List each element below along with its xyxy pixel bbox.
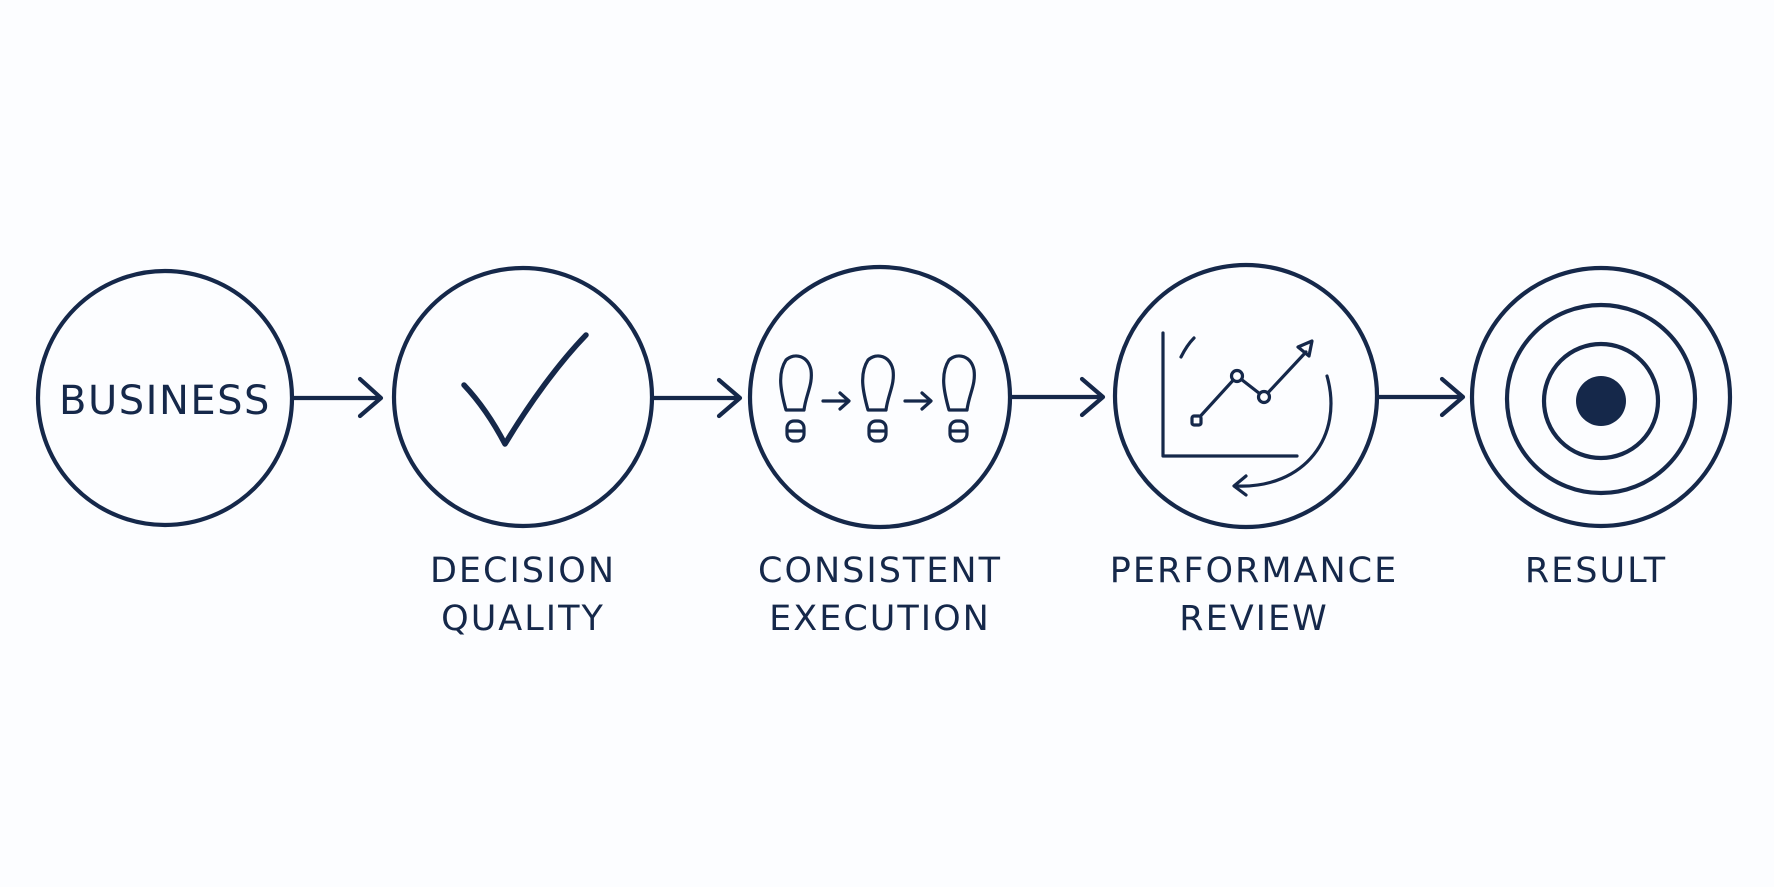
node-review-circle	[1112, 262, 1380, 530]
trend-chart-icon	[1161, 331, 1333, 497]
arrow-business-to-decision	[291, 376, 384, 419]
arrow-execution-to-review	[1008, 376, 1106, 418]
arrow-decision-to-execution	[650, 377, 743, 419]
node-performance-review: PERFORMANCE REVIEW	[1110, 262, 1398, 639]
target-icon	[1504, 302, 1698, 496]
arrow-review-to-result	[1374, 376, 1466, 418]
node-consistent-execution: CONSISTENT EXECUTION	[747, 264, 1013, 639]
label-decision-line-2: QUALITY	[441, 599, 605, 639]
node-business-text: BUSINESS	[59, 378, 271, 424]
node-decision-circle	[391, 265, 655, 529]
node-business: BUSINESS	[35, 268, 295, 528]
node-result-circle	[1469, 265, 1733, 529]
label-execution-line-1: CONSISTENT	[758, 551, 1002, 591]
label-review-line-1: PERFORMANCE	[1110, 551, 1398, 591]
node-result: RESULT	[1469, 265, 1733, 591]
footprints-icon	[779, 354, 976, 443]
label-decision-line-1: DECISION	[430, 551, 616, 591]
node-decision-quality: DECISION QUALITY	[391, 265, 655, 639]
label-review-line-2: REVIEW	[1179, 599, 1328, 639]
label-execution-line-2: EXECUTION	[769, 599, 991, 639]
label-result-line-1: RESULT	[1525, 551, 1667, 591]
checkmark-icon	[461, 332, 589, 447]
